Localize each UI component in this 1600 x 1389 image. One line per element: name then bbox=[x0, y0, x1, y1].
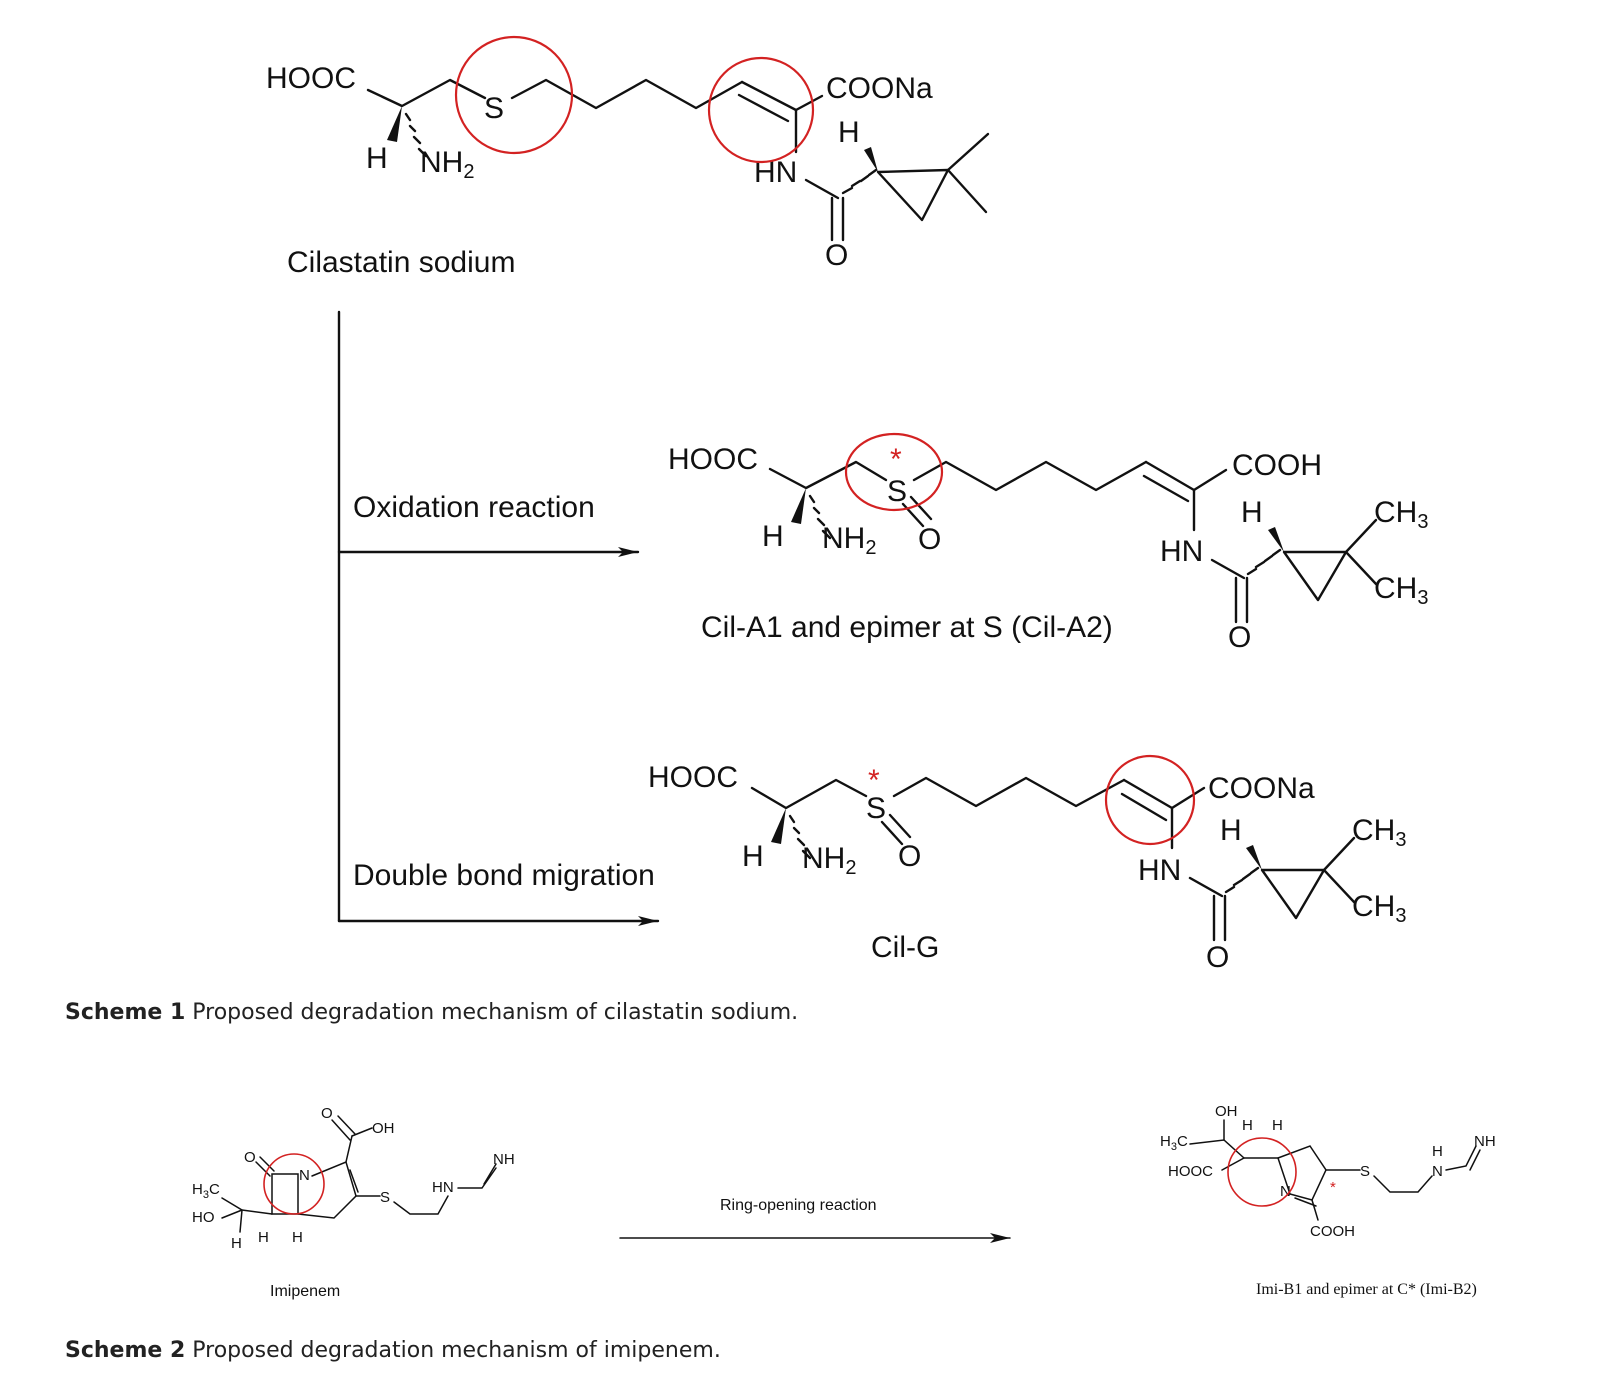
atom-h: H bbox=[762, 520, 784, 553]
highlight-thioether bbox=[454, 35, 574, 155]
atom-o: O bbox=[898, 840, 921, 873]
atom-s: S bbox=[1360, 1163, 1370, 1180]
atom-h: H bbox=[292, 1229, 303, 1246]
atom-h: H bbox=[366, 142, 388, 175]
atom-h: H bbox=[1241, 496, 1263, 529]
atom-coona: COONa bbox=[1208, 772, 1315, 805]
caption-scheme-2: Scheme 2 Proposed degradation mechanism … bbox=[65, 1338, 721, 1363]
branch-arrows bbox=[337, 310, 660, 926]
highlight-sulfoxide bbox=[844, 432, 944, 512]
atom-nh2: NH2 bbox=[420, 146, 474, 183]
atom-o: O bbox=[321, 1105, 333, 1122]
atom-h: H bbox=[1220, 814, 1242, 847]
caption-scheme-1: Scheme 1 Proposed degradation mechanism … bbox=[65, 1000, 799, 1025]
highlight-opened-ring bbox=[1227, 1137, 1297, 1207]
atom-s: S bbox=[484, 92, 504, 125]
atom-o: O bbox=[1228, 621, 1251, 654]
atom-h3c: H3C bbox=[192, 1181, 220, 1201]
atom-h: H bbox=[1272, 1117, 1283, 1134]
atom-s: S bbox=[380, 1189, 390, 1206]
label-oxidation-reaction: Oxidation reaction bbox=[353, 491, 595, 524]
atom-oh: OH bbox=[372, 1120, 395, 1137]
atom-h: H bbox=[742, 840, 764, 873]
atom-cooh: COOH bbox=[1232, 449, 1322, 482]
atom-nh: NH bbox=[493, 1151, 515, 1168]
atom-h: H bbox=[231, 1235, 242, 1252]
atom-hn: HN bbox=[432, 1179, 454, 1196]
atom-s: S bbox=[887, 475, 907, 508]
label-cil-g: Cil-G bbox=[871, 931, 939, 964]
atom-hooc: HOOC bbox=[266, 62, 356, 95]
atom-ch3: CH3 bbox=[1374, 572, 1428, 609]
atom-nh2: NH2 bbox=[802, 842, 856, 879]
stereo-star: * bbox=[1330, 1179, 1336, 1196]
atom-o: O bbox=[825, 239, 848, 272]
atom-oh: OH bbox=[1215, 1103, 1238, 1120]
cilastatin-structure: HOOC S COONa HN O H H NH2 bbox=[266, 35, 990, 272]
atom-n: N bbox=[1280, 1183, 1291, 1200]
atom-ch3: CH3 bbox=[1352, 890, 1406, 927]
highlight-double-bond bbox=[707, 56, 815, 164]
atom-hn: HN bbox=[1138, 854, 1181, 887]
cil-g-structure: HOOC * S O COONa HN O H CH3 CH3 H NH2 bbox=[648, 754, 1406, 974]
label-double-bond-migration: Double bond migration bbox=[353, 859, 655, 892]
atom-ch3: CH3 bbox=[1352, 814, 1406, 851]
label-imi-b1: Imi-B1 and epimer at C* (Imi-B2) bbox=[1256, 1281, 1477, 1298]
atom-ch3: CH3 bbox=[1374, 496, 1428, 533]
atom-ho: HO bbox=[192, 1209, 215, 1226]
atom-o: O bbox=[244, 1149, 256, 1166]
atom-h: H bbox=[258, 1229, 269, 1246]
atom-n: N bbox=[1432, 1163, 1443, 1180]
cil-a1-structure: HOOC S * O COOH HN O H CH3 CH3 H NH2 bbox=[668, 432, 1428, 654]
atom-hooc: HOOC bbox=[668, 443, 758, 476]
atom-h: H bbox=[838, 116, 860, 149]
atom-n: N bbox=[299, 1167, 310, 1184]
imi-b1-structure: OH H3C H H HOOC N * S H N NH COOH bbox=[1160, 1103, 1496, 1240]
atom-o: O bbox=[1206, 941, 1229, 974]
stereo-star: * bbox=[868, 764, 880, 797]
label-ring-opening-reaction: Ring-opening reaction bbox=[720, 1197, 877, 1214]
atom-h: H bbox=[1242, 1117, 1253, 1134]
atom-coona: COONa bbox=[826, 72, 933, 105]
label-cilastatin-sodium: Cilastatin sodium bbox=[287, 246, 515, 279]
atom-hooc: HOOC bbox=[648, 761, 738, 794]
label-imipenem: Imipenem bbox=[270, 1283, 340, 1300]
atom-h3c: H3C bbox=[1160, 1133, 1188, 1153]
atom-h: H bbox=[1432, 1143, 1443, 1160]
atom-cooh: COOH bbox=[1310, 1223, 1355, 1240]
atom-hooc: HOOC bbox=[1168, 1163, 1213, 1180]
atom-nh2: NH2 bbox=[822, 522, 876, 559]
atom-nh: NH bbox=[1474, 1133, 1496, 1150]
highlight-migrated-double-bond bbox=[1104, 754, 1196, 846]
stereo-star: * bbox=[890, 443, 902, 476]
atom-hn: HN bbox=[1160, 535, 1203, 568]
imipenem-structure: O OH O N S HN NH H3C HO H H H bbox=[192, 1105, 515, 1252]
atom-s: S bbox=[866, 792, 886, 825]
highlight-beta-lactam bbox=[263, 1153, 325, 1215]
atom-o: O bbox=[918, 523, 941, 556]
label-cil-a1: Cil-A1 and epimer at S (Cil-A2) bbox=[701, 611, 1113, 644]
